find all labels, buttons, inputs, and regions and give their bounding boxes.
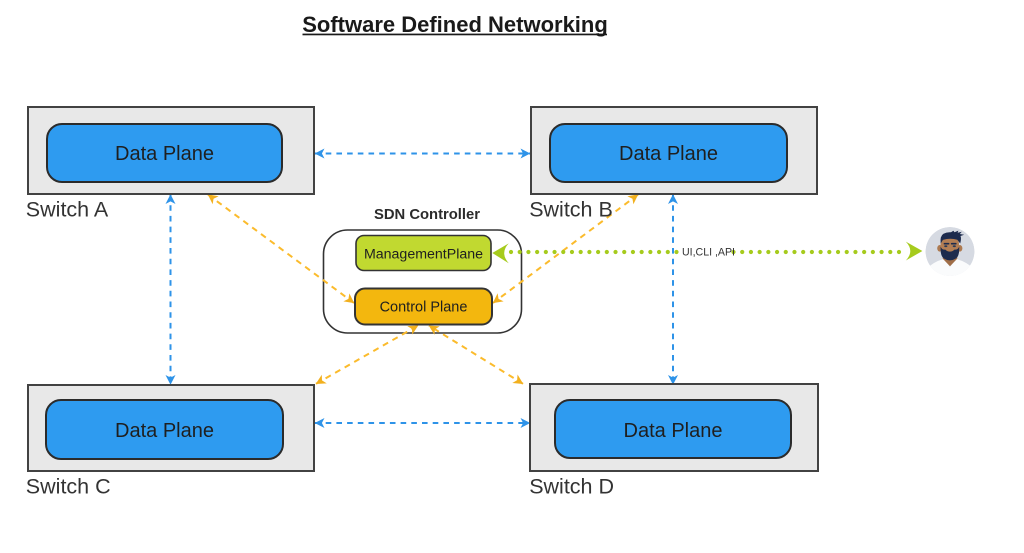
svg-text:Data Plane: Data Plane [115, 420, 214, 442]
svg-text:Data Plane: Data Plane [115, 143, 214, 165]
svg-text:Switch C: Switch C [26, 474, 111, 498]
svg-text:UI,CLI ,API: UI,CLI ,API [682, 246, 735, 258]
svg-text:ManagementPlane: ManagementPlane [364, 246, 483, 262]
svg-text:Data Plane: Data Plane [619, 143, 718, 165]
svg-text:SDN Controller: SDN Controller [374, 207, 480, 223]
svg-text:Control Plane: Control Plane [380, 300, 468, 316]
svg-text:Data Plane: Data Plane [624, 420, 723, 442]
svg-text:Software Defined Networking: Software Defined Networking [302, 12, 608, 37]
svg-text:Switch D: Switch D [529, 474, 614, 498]
svg-text:Switch B: Switch B [529, 197, 613, 221]
svg-text:Switch A: Switch A [26, 197, 109, 221]
